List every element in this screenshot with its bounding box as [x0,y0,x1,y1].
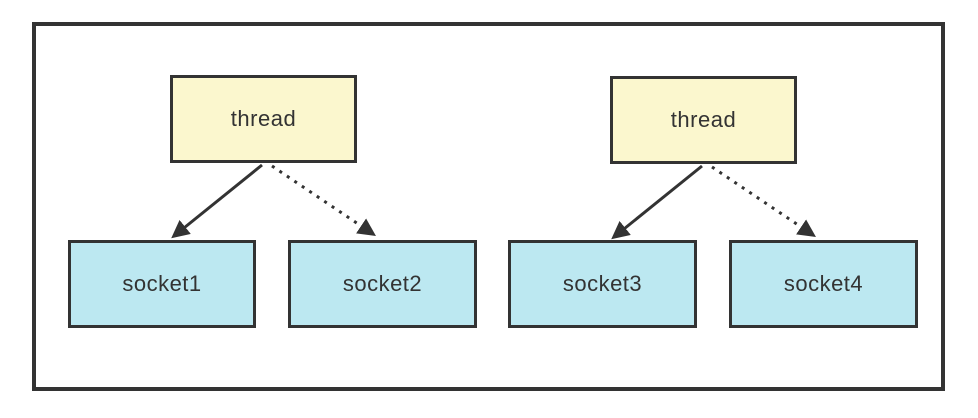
diagram-outer-frame [32,22,945,391]
socket-node-3-label: socket3 [562,271,643,296]
thread-node-1: thread [170,75,357,163]
socket-node-2: socket2 [288,240,477,328]
socket-node-1: socket1 [68,240,256,328]
socket-node-3: socket3 [508,240,697,328]
socket-node-2-label: socket2 [342,271,423,296]
socket-node-1-label: socket1 [122,271,202,296]
thread-node-2: thread [610,76,797,164]
socket-node-4: socket4 [729,240,918,328]
socket-node-4-label: socket4 [783,271,864,296]
thread-node-1-label: thread [230,106,297,131]
thread-node-2-label: thread [670,107,737,132]
